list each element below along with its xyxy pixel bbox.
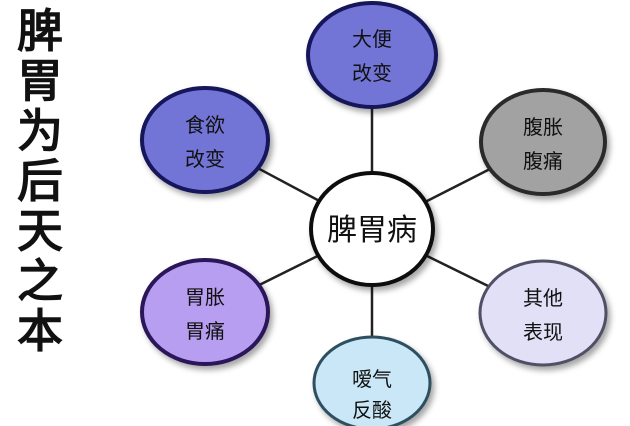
- outer-node-stomach-pain: 胃胀 胃痛: [140, 258, 270, 366]
- side-title-char: 胃: [17, 54, 63, 108]
- connector-line: [257, 167, 320, 202]
- outer-node-other: 其他 表现: [478, 259, 608, 367]
- node-circle: [306, 1, 438, 109]
- node-label-line1: 胃胀: [185, 285, 225, 309]
- node-circle: [479, 88, 607, 196]
- node-label-line1: 大便: [352, 27, 392, 51]
- node-label-line1: 食欲: [185, 113, 225, 137]
- node-circle: [478, 259, 608, 367]
- side-title-char: 为: [17, 104, 63, 158]
- side-title-char: 之: [17, 254, 63, 308]
- center-circle: [309, 171, 435, 287]
- node-circle: [312, 335, 432, 426]
- side-title-char: 天: [17, 204, 63, 258]
- connector-line: [258, 254, 319, 287]
- node-label-line2: 改变: [185, 147, 225, 171]
- node-label-line2: 胃痛: [185, 319, 225, 343]
- node-circle: [140, 258, 270, 366]
- outer-node-bloating: 腹胀 腹痛: [479, 88, 607, 196]
- center-node: 脾胃病: [309, 171, 435, 287]
- side-title-char: 后: [17, 154, 63, 208]
- connector-line: [425, 254, 490, 288]
- node-label-line1: 嗳气: [352, 367, 392, 391]
- connectors: [257, 107, 491, 337]
- node-circle: [140, 86, 270, 194]
- side-title: 脾 胃 为 后 天 之 本: [14, 6, 66, 356]
- node-label-line2: 改变: [352, 61, 392, 85]
- outer-node-belching: 嗳气 反酸: [312, 335, 432, 426]
- node-label-line1: 其他: [523, 286, 563, 310]
- node-label-line2: 表现: [523, 320, 563, 344]
- center-label: 脾胃病: [327, 213, 417, 248]
- outer-node-appetite: 食欲 改变: [140, 86, 270, 194]
- connector-line: [424, 167, 491, 203]
- node-label-line1: 腹胀: [523, 115, 563, 139]
- side-title-char: 本: [17, 304, 63, 358]
- outer-node-constipation: 大便 改变: [306, 1, 438, 109]
- node-label-line2: 腹痛: [523, 149, 563, 173]
- node-label-line2: 反酸: [352, 398, 392, 422]
- side-title-char: 脾: [17, 4, 63, 58]
